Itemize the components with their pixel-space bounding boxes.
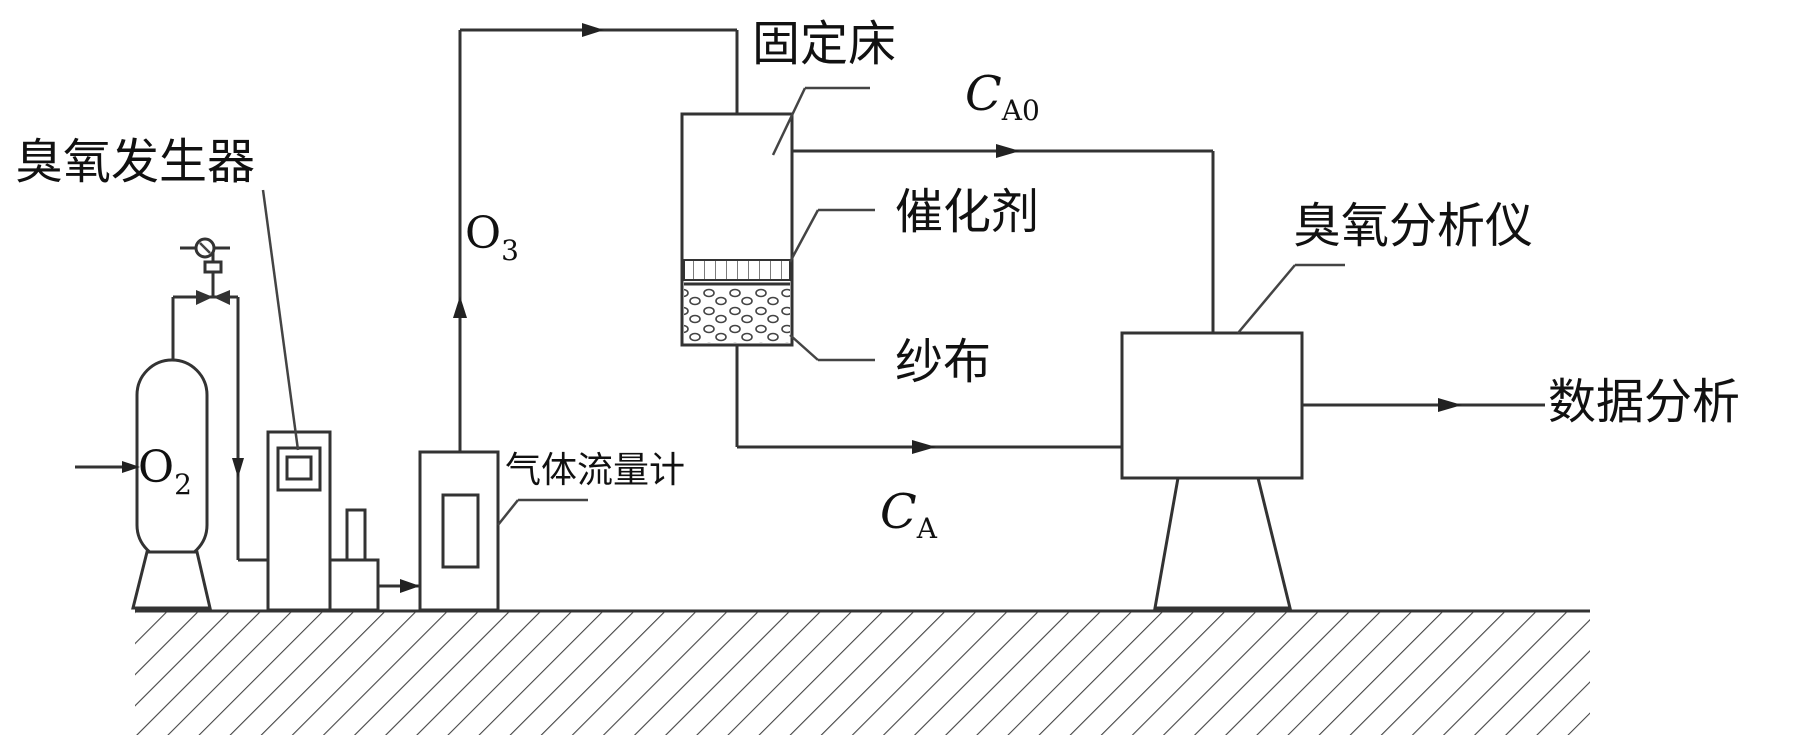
valve-icon (196, 250, 230, 305)
ozone-analyzer (1120, 331, 1545, 610)
oxygen-cylinder (75, 295, 238, 610)
leader-lines (261, 86, 1345, 526)
label-ozone-generator: 臭氧发生器 (15, 134, 255, 190)
oxygen-feed-pipe (232, 297, 268, 562)
ozone-generator (266, 430, 420, 612)
label-catalyst: 催化剂 (895, 184, 1039, 240)
pressure-gauge-icon (180, 237, 230, 259)
label-o3: O3 (465, 208, 519, 267)
label-ozone-analyzer: 臭氧分析仪 (1293, 198, 1533, 254)
ground-floor (135, 609, 1590, 735)
label-gas-flowmeter: 气体流量计 (505, 450, 685, 491)
inlet-concentration-line (792, 144, 1215, 333)
label-ca0: CA0 (965, 66, 1040, 127)
label-ca: CA (880, 484, 938, 545)
label-fixed-bed: 固定床 (752, 16, 896, 72)
label-gauze: 纱布 (895, 334, 991, 390)
ozone-feed-pipe (453, 23, 739, 452)
outlet-concentration-line (735, 345, 1122, 454)
label-o2: O2 (138, 442, 192, 501)
gas-flowmeter (418, 450, 500, 612)
label-data-analysis: 数据分析 (1548, 374, 1740, 430)
